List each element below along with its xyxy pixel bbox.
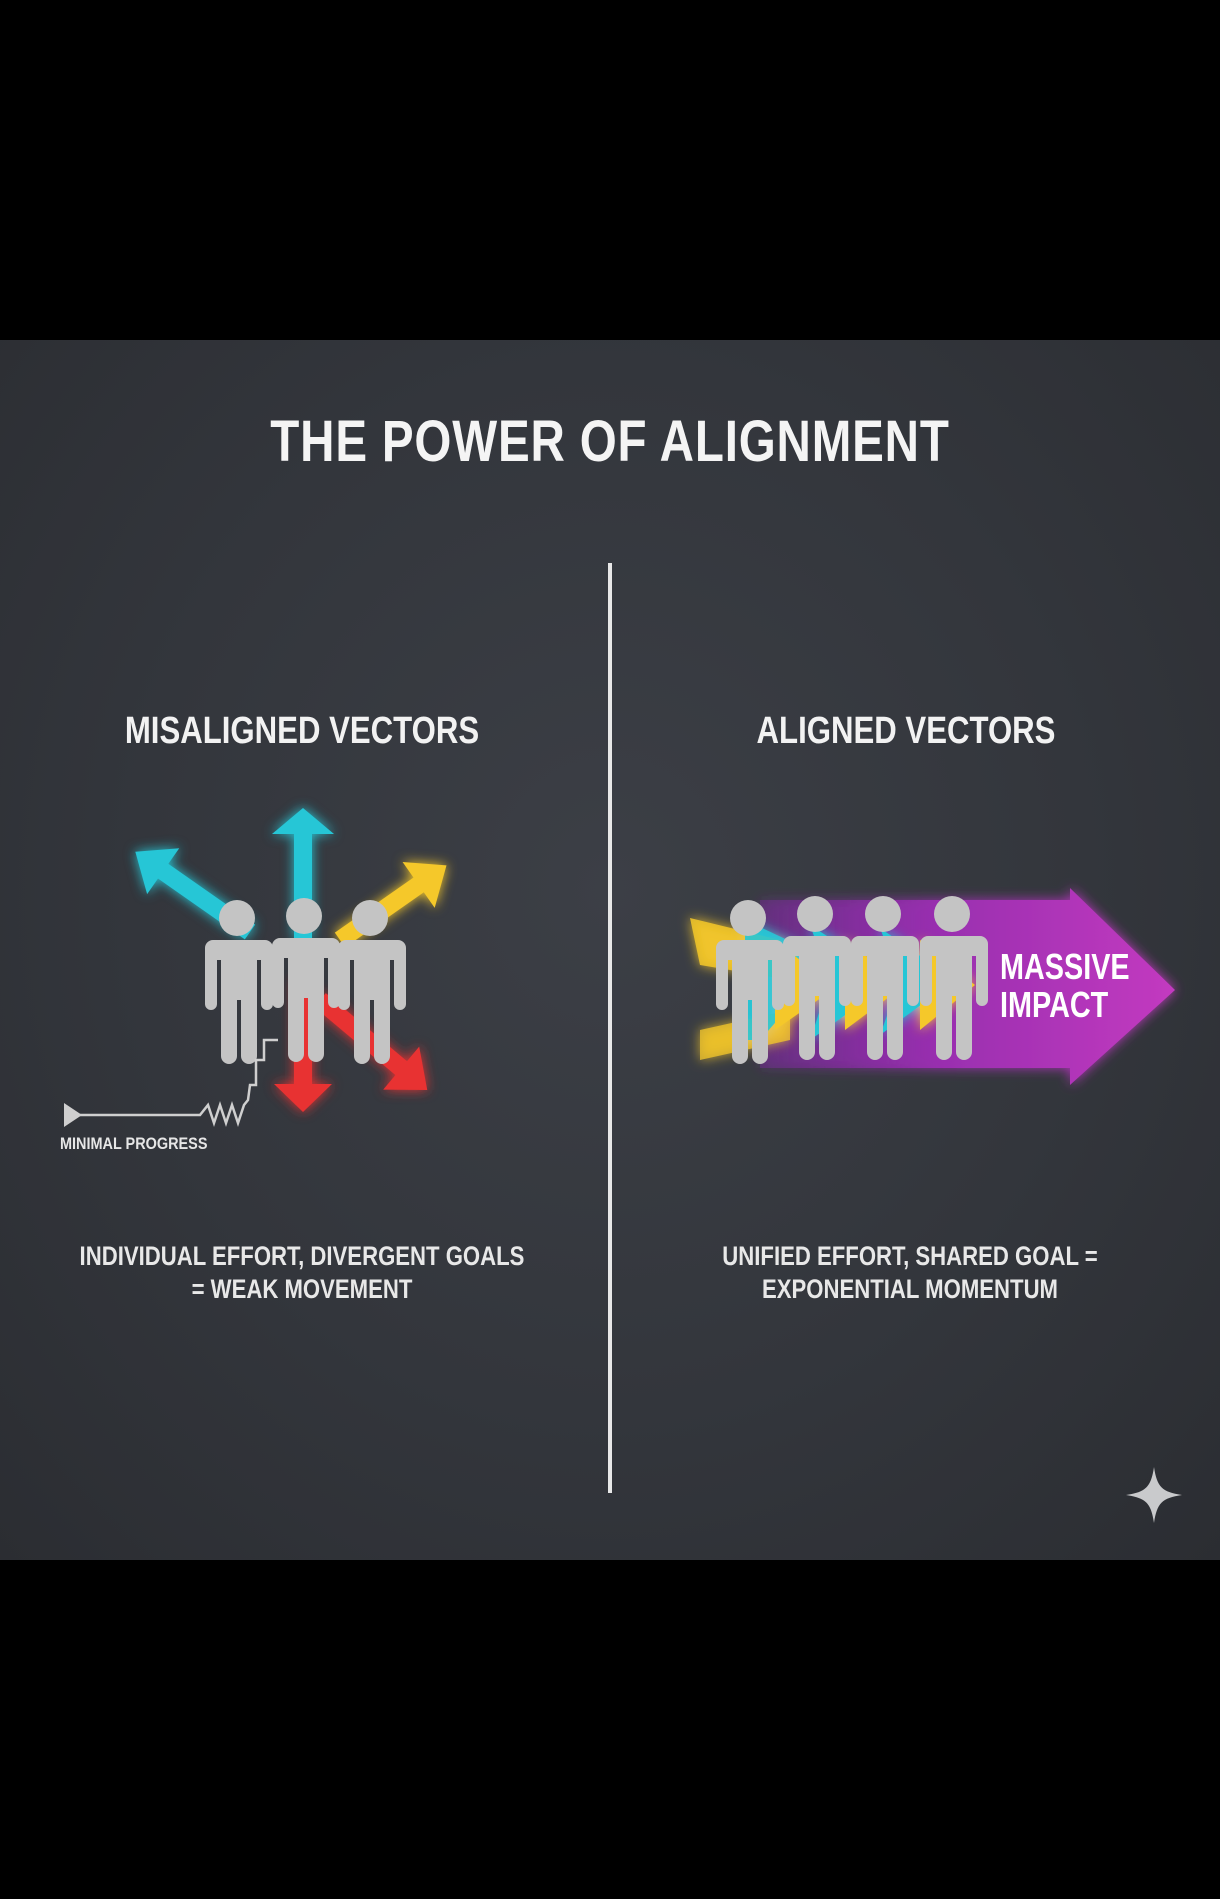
sparkle-icon — [1126, 1467, 1182, 1523]
misaligned-heading: MISALIGNED VECTORS — [124, 710, 480, 752]
arrow-icon-cyan-upleft — [135, 848, 256, 940]
misaligned-caption: INDIVIDUAL EFFORT, DIVERGENT GOALS = WEA… — [72, 1240, 531, 1306]
aligned-caption: UNIFIED EFFORT, SHARED GOAL = EXPONENTIA… — [680, 1240, 1139, 1306]
page-title: THE POWER OF ALIGNMENT — [270, 409, 950, 474]
letterbox-top — [0, 0, 1220, 340]
aligned-caption-line-2: EXPONENTIAL MOMENTUM — [761, 1274, 1059, 1304]
impact-line-1: MASSIVE — [1000, 946, 1130, 987]
illustration — [64, 808, 1175, 1127]
minimal-progress-line — [64, 1038, 278, 1127]
aligned-heading: ALIGNED VECTORS — [756, 710, 1056, 752]
misaligned-caption-line-2: = WEAK MOVEMENT — [191, 1274, 413, 1304]
letterbox-bottom — [0, 1560, 1220, 1899]
aligned-caption-line-1: UNIFIED EFFORT, SHARED GOAL = — [722, 1241, 1098, 1271]
minimal-progress-label: MINIMAL PROGRESS — [60, 1134, 208, 1153]
impact-line-2: IMPACT — [1000, 984, 1109, 1025]
infographic-panel: THE POWER OF ALIGNMENT MISALIGNED VECTOR… — [0, 340, 1220, 1560]
center-divider — [608, 563, 612, 1493]
massive-impact-label: MASSIVE IMPACT — [1000, 948, 1130, 1024]
misaligned-caption-line-1: INDIVIDUAL EFFORT, DIVERGENT GOALS — [79, 1241, 525, 1271]
